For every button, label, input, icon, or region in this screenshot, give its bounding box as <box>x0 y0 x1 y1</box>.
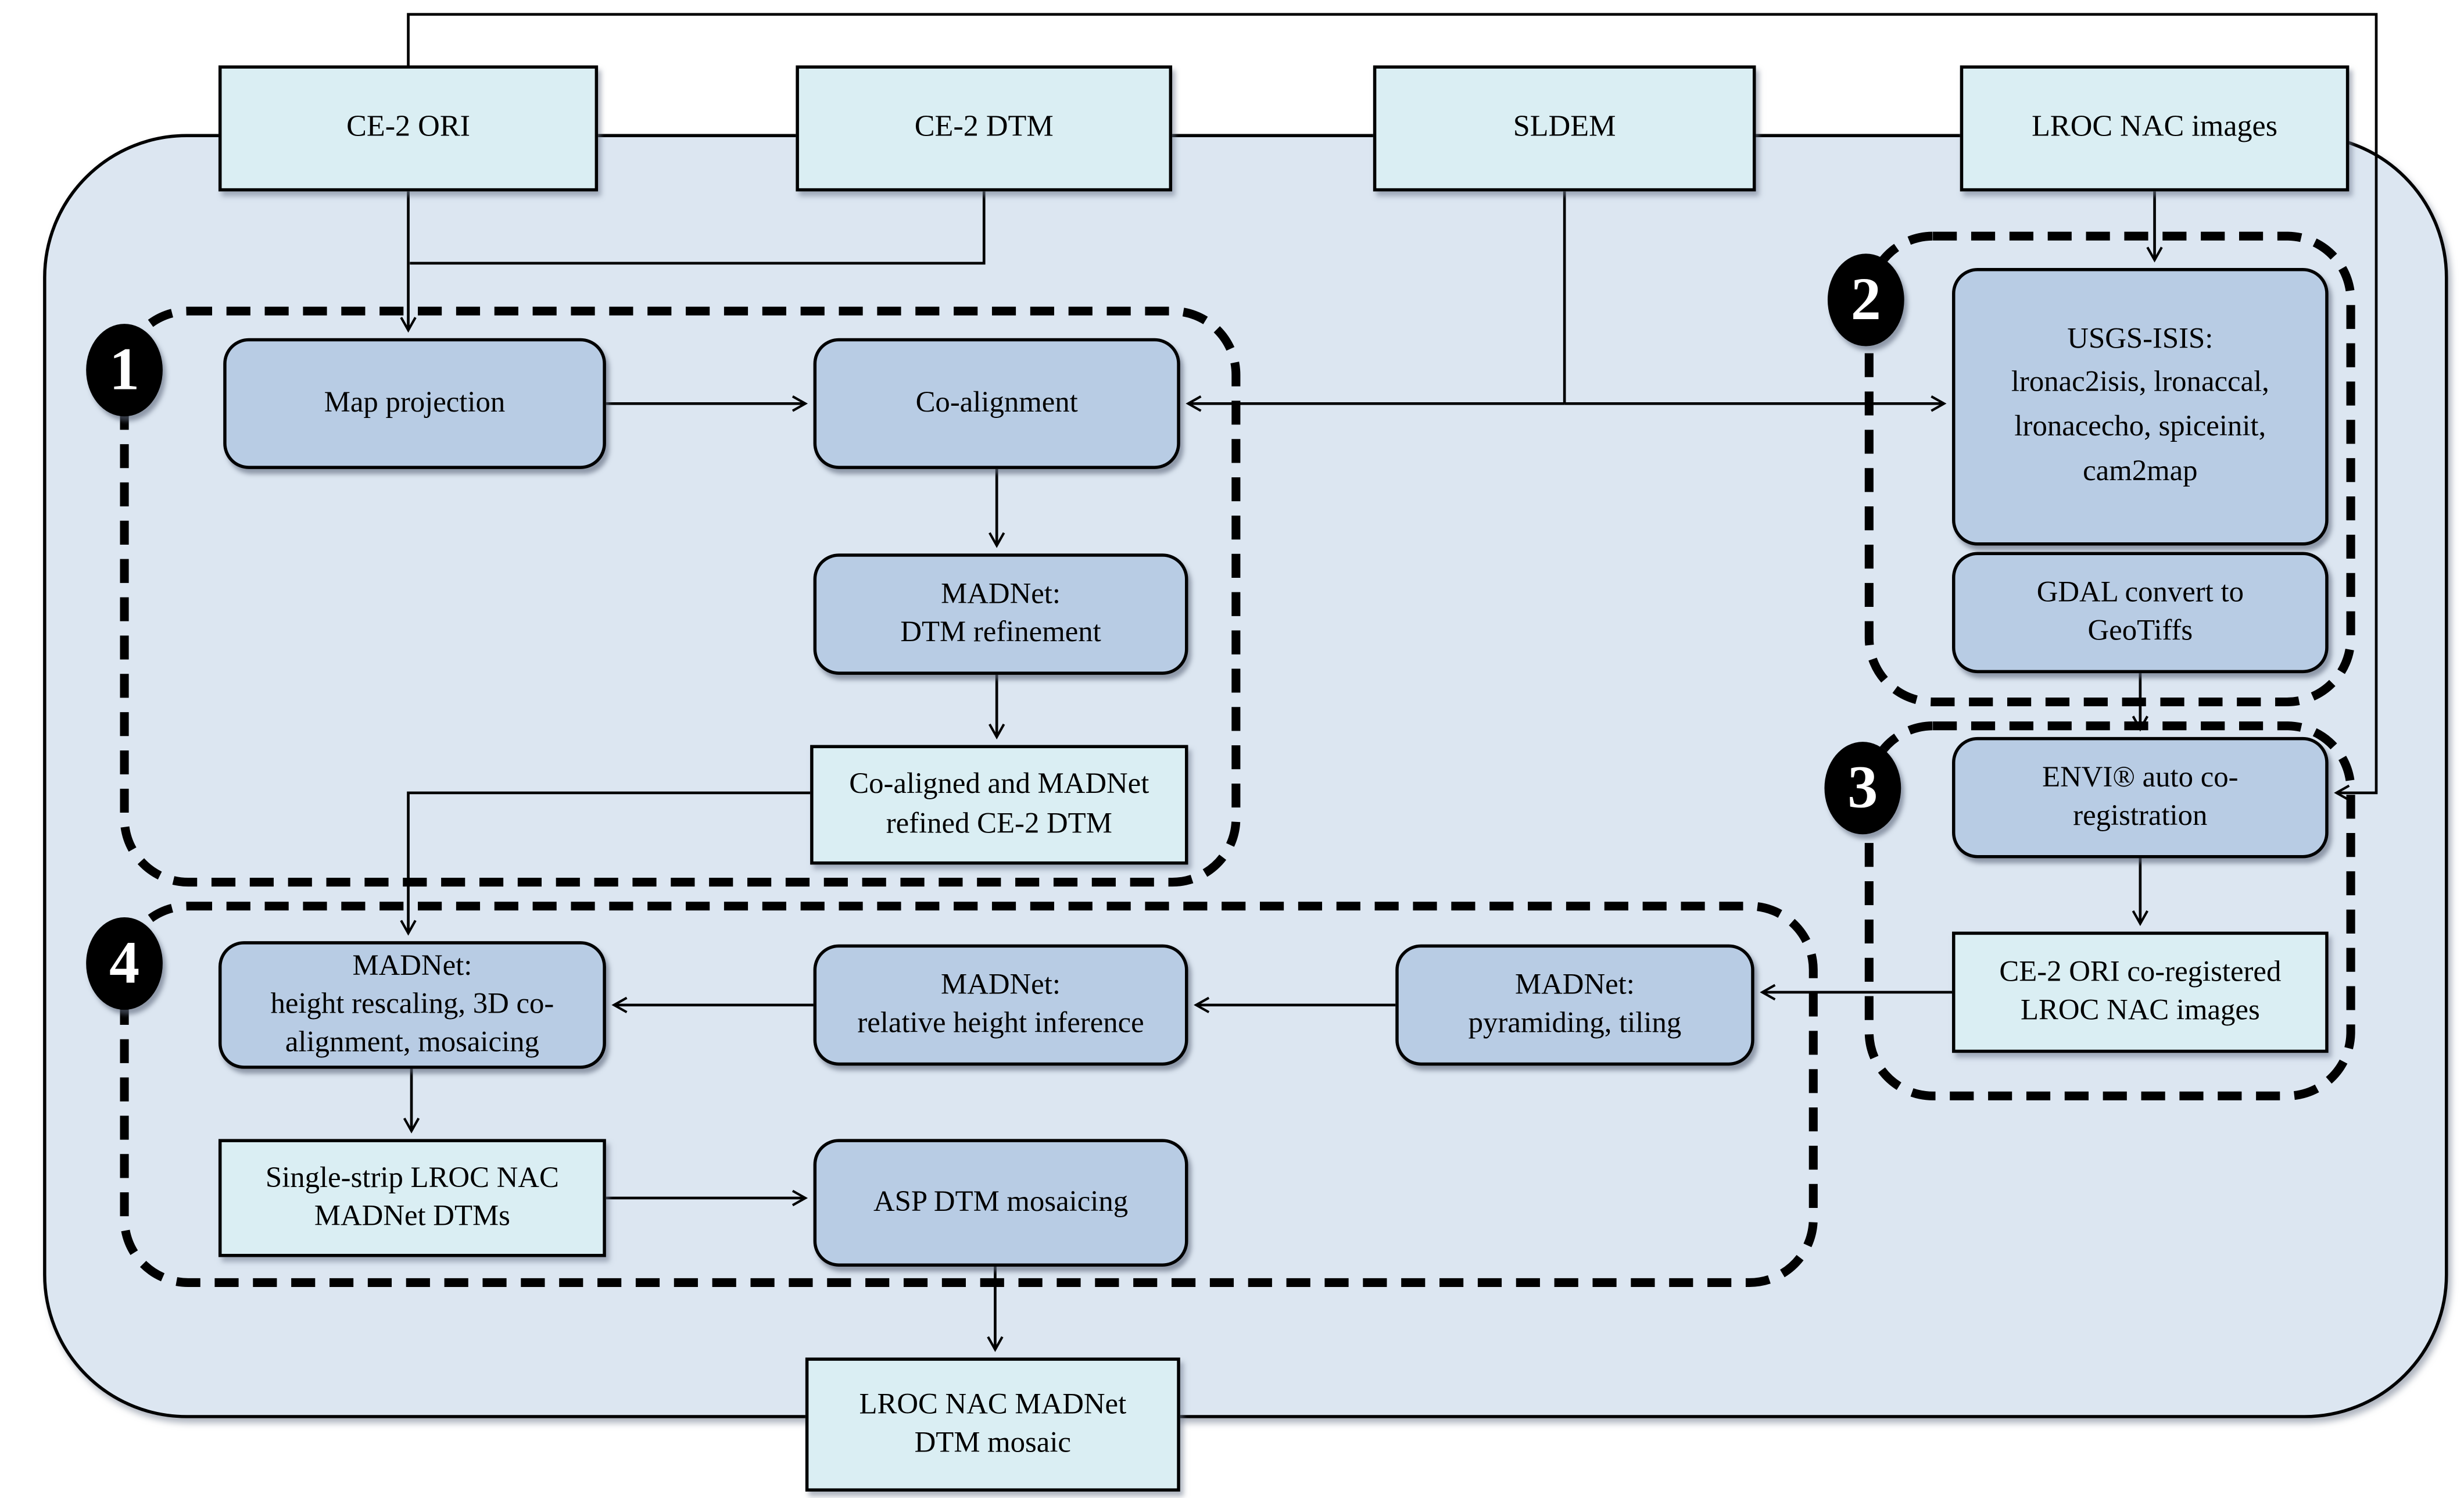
box-envi-auto-coregistration: ENVI® auto co- registration <box>1952 737 2329 859</box>
box-map-projection: Map projection <box>223 338 606 469</box>
box-lroc-nac-madnet-dtm-mosaic: LROC NAC MADNet DTM mosaic <box>805 1357 1180 1492</box>
box-ce2-ori-coregistered-lroc: CE-2 ORI co-registered LROC NAC images <box>1952 931 2329 1053</box>
box-madnet-dtm-refinement: MADNet: DTM refinement <box>813 553 1188 675</box>
box-ce2-dtm: CE-2 DTM <box>796 65 1173 192</box>
box-single-strip-dtms: Single-strip LROC NAC MADNet DTMs <box>218 1139 606 1257</box>
step-badge-4: 4 <box>86 917 163 1010</box>
step-badge-2: 2 <box>1827 253 1904 346</box>
box-co-alignment: Co-alignment <box>813 338 1180 469</box>
step-badge-3: 3 <box>1824 742 1901 835</box>
box-sldem: SLDEM <box>1373 65 1756 192</box>
box-madnet-pyramiding-tiling: MADNet: pyramiding, tiling <box>1395 944 1754 1066</box>
box-lroc-nac-images: LROC NAC images <box>1960 65 2350 192</box>
box-madnet-height-rescaling: MADNet: height rescaling, 3D co- alignme… <box>218 941 606 1069</box>
box-gdal-convert: GDAL convert to GeoTiffs <box>1952 552 2329 674</box>
box-coaligned-refined-ce2-dtm: Co-aligned and MADNet refined CE-2 DTM <box>810 745 1188 865</box>
box-asp-dtm-mosaicing: ASP DTM mosaicing <box>813 1139 1188 1267</box>
box-ce2-ori: CE-2 ORI <box>218 65 599 192</box>
box-usgs-isis: USGS-ISIS: lronac2isis, lronaccal, lrona… <box>1952 268 2329 546</box>
step-badge-1: 1 <box>86 324 163 417</box>
box-madnet-relative-height: MADNet: relative height inference <box>813 944 1188 1066</box>
